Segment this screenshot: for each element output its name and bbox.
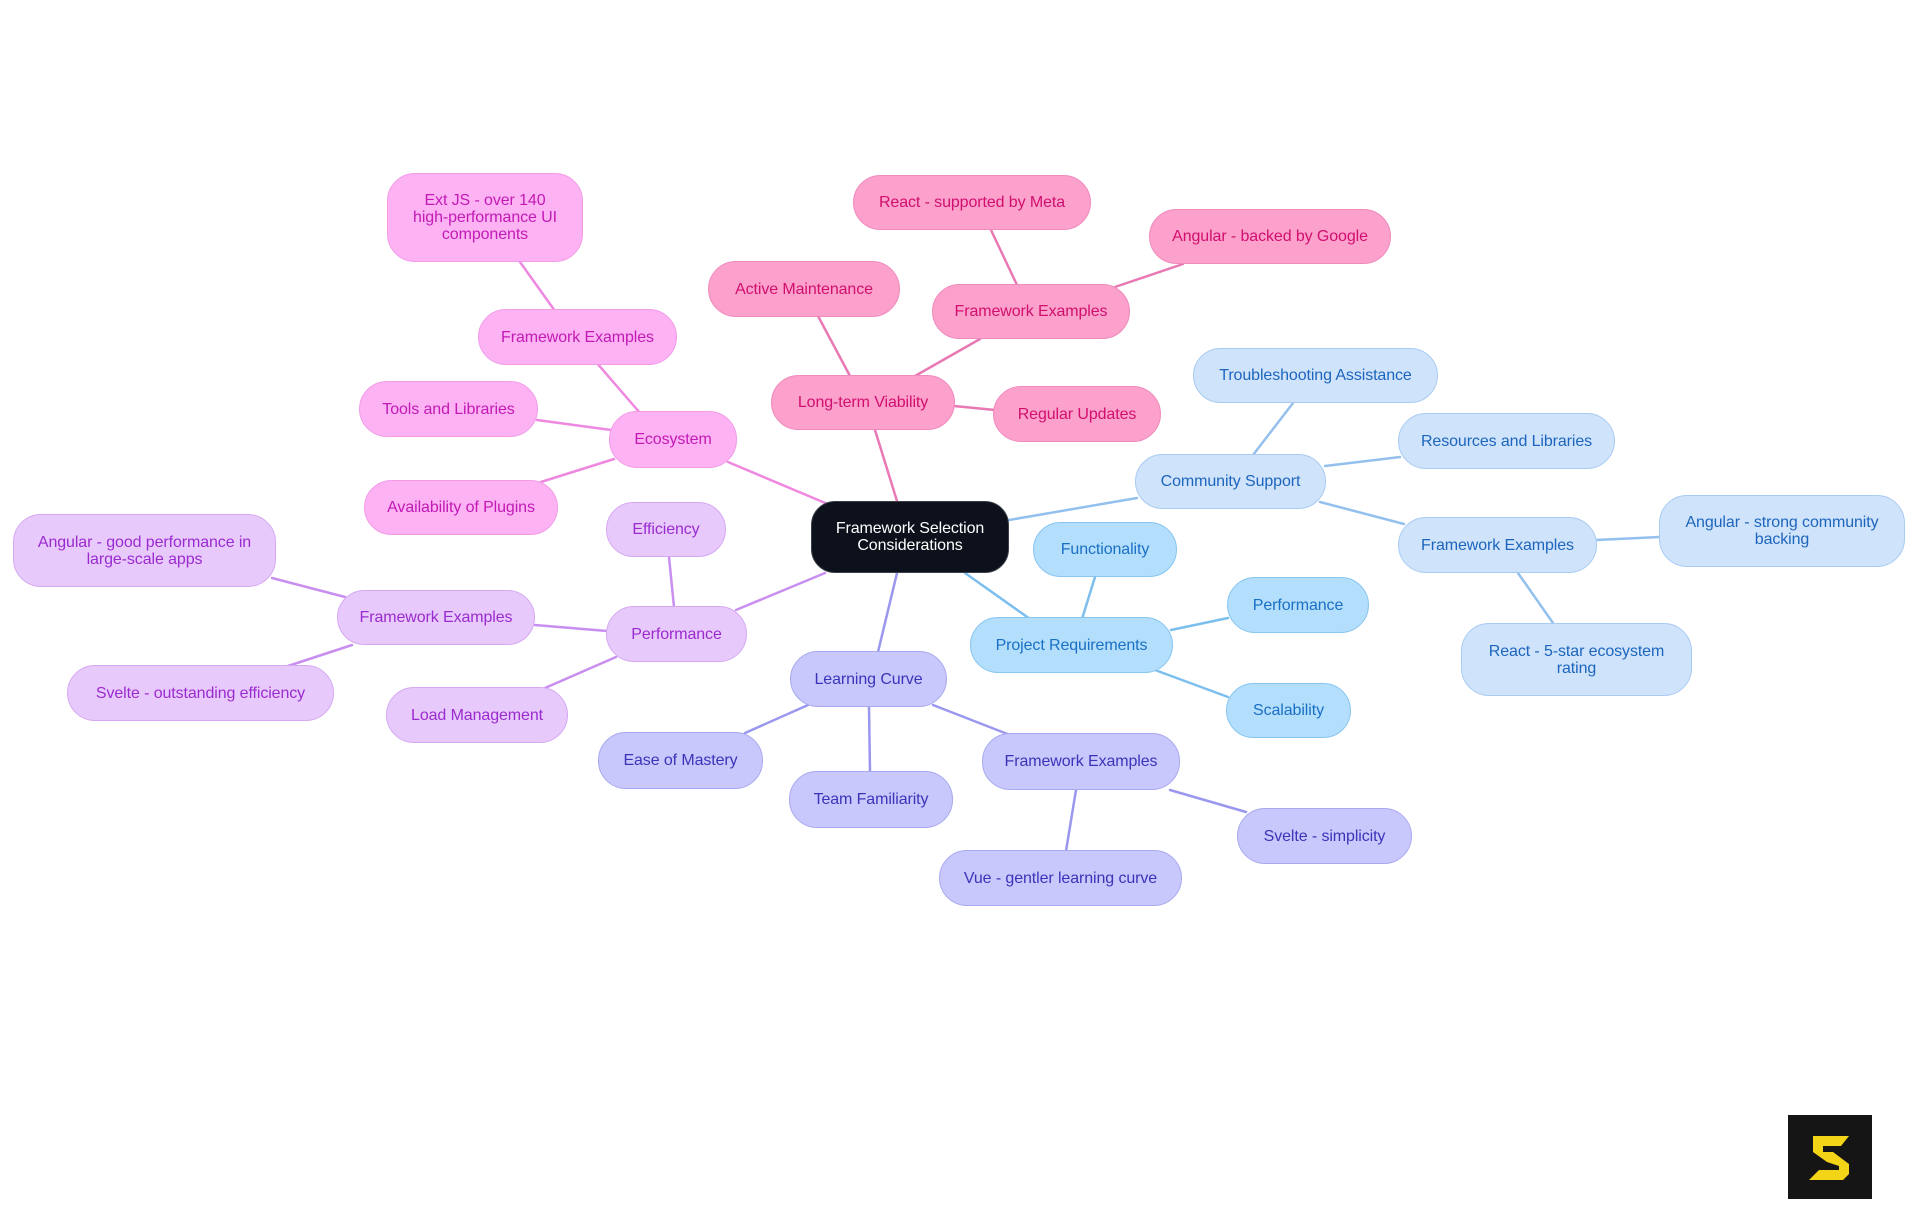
node-label: Ecosystem <box>634 431 712 448</box>
node-efficiency[interactable]: Efficiency <box>606 502 726 557</box>
node-resources-and-libraries[interactable]: Resources and Libraries <box>1398 413 1615 469</box>
node-availability-of-plugins[interactable]: Availability of Plugins <box>364 480 558 535</box>
node-svelte-simplicity[interactable]: Svelte - simplicity <box>1237 808 1412 864</box>
node-svelte-efficiency[interactable]: Svelte - outstanding efficiency <box>67 665 334 721</box>
node-label: Project Requirements <box>995 636 1148 654</box>
node-label: Framework Examples <box>954 303 1108 320</box>
node-ecosystem-framework-examples[interactable]: Framework Examples <box>478 309 677 365</box>
node-label: Framework Examples <box>501 328 654 346</box>
brand-logo <box>1788 1115 1872 1199</box>
node-load-management[interactable]: Load Management <box>386 687 568 743</box>
node-label: Ease of Mastery <box>623 752 738 769</box>
node-label: Resources and Libraries <box>1420 432 1593 450</box>
node-learning-curve[interactable]: Learning Curve <box>790 651 947 707</box>
node-vue-gentler[interactable]: Vue - gentler learning curve <box>939 850 1182 906</box>
node-label: Performance <box>631 625 722 643</box>
node-label: Load Management <box>411 706 543 724</box>
node-regular-updates[interactable]: Regular Updates <box>993 386 1161 442</box>
node-ltv-framework-examples[interactable]: Framework Examples <box>932 284 1130 339</box>
node-label: Community Support <box>1160 473 1301 490</box>
node-troubleshooting-assistance[interactable]: Troubleshooting Assistance <box>1193 348 1438 403</box>
node-label: Angular - backed by Google <box>1172 228 1368 245</box>
node-ecosystem[interactable]: Ecosystem <box>609 411 737 468</box>
node-react-ecosystem-rating[interactable]: React - 5-star ecosystem rating <box>1461 623 1692 696</box>
node-angular-large-scale[interactable]: Angular - good performance in large-scal… <box>13 514 276 587</box>
node-label: Svelte - simplicity <box>1263 827 1386 845</box>
node-requirements-performance[interactable]: Performance <box>1227 577 1369 633</box>
node-label: React - supported by Meta <box>878 194 1066 211</box>
node-functionality[interactable]: Functionality <box>1033 522 1177 577</box>
node-extjs[interactable]: Ext JS - over 140 high-performance UI co… <box>387 173 583 262</box>
s-logo-icon <box>1809 1136 1849 1180</box>
node-label: Availability of Plugins <box>387 499 535 516</box>
node-label: Angular - good performance in large-scal… <box>37 533 252 568</box>
node-label: React - 5-star ecosystem rating <box>1488 642 1665 677</box>
node-label: Regular Updates <box>1017 405 1137 423</box>
node-label: Learning Curve <box>814 670 923 688</box>
node-label: Framework Examples <box>359 609 513 626</box>
node-performance[interactable]: Performance <box>606 606 747 662</box>
node-label: Scalability <box>1253 702 1324 719</box>
node-label: Ext JS - over 140 high-performance UI co… <box>413 192 557 243</box>
node-label: Troubleshooting Assistance <box>1219 367 1412 384</box>
node-ease-of-mastery[interactable]: Ease of Mastery <box>598 732 763 789</box>
node-label: Long-term Viability <box>797 394 929 411</box>
root-node-label: Framework Selection Considerations <box>835 520 985 554</box>
node-label: Active Maintenance <box>735 280 873 298</box>
node-long-term-viability[interactable]: Long-term Viability <box>771 375 955 430</box>
node-label: Vue - gentler learning curve <box>963 869 1158 887</box>
node-label: Tools and Libraries <box>382 400 515 418</box>
node-tools-and-libraries[interactable]: Tools and Libraries <box>359 381 538 437</box>
node-label: Performance <box>1252 596 1344 614</box>
node-angular-google[interactable]: Angular - backed by Google <box>1149 209 1391 264</box>
node-label: Framework Examples <box>1004 753 1158 770</box>
node-react-meta[interactable]: React - supported by Meta <box>853 175 1091 230</box>
node-label: Svelte - outstanding efficiency <box>95 684 306 702</box>
node-label: Functionality <box>1060 541 1150 558</box>
node-performance-framework-examples[interactable]: Framework Examples <box>337 590 535 645</box>
node-label: Framework Examples <box>1421 536 1574 554</box>
node-label: Angular - strong community backing <box>1685 514 1879 548</box>
node-angular-community[interactable]: Angular - strong community backing <box>1659 495 1905 567</box>
node-project-requirements[interactable]: Project Requirements <box>970 617 1173 673</box>
node-label: Efficiency <box>632 521 700 538</box>
node-team-familiarity[interactable]: Team Familiarity <box>789 771 953 828</box>
node-community-support[interactable]: Community Support <box>1135 454 1326 509</box>
node-community-framework-examples[interactable]: Framework Examples <box>1398 517 1597 573</box>
node-scalability[interactable]: Scalability <box>1226 683 1351 738</box>
node-label: Team Familiarity <box>813 791 929 808</box>
root-node[interactable]: Framework Selection Considerations <box>811 501 1009 573</box>
node-learning-framework-examples[interactable]: Framework Examples <box>982 733 1180 790</box>
node-active-maintenance[interactable]: Active Maintenance <box>708 261 900 317</box>
